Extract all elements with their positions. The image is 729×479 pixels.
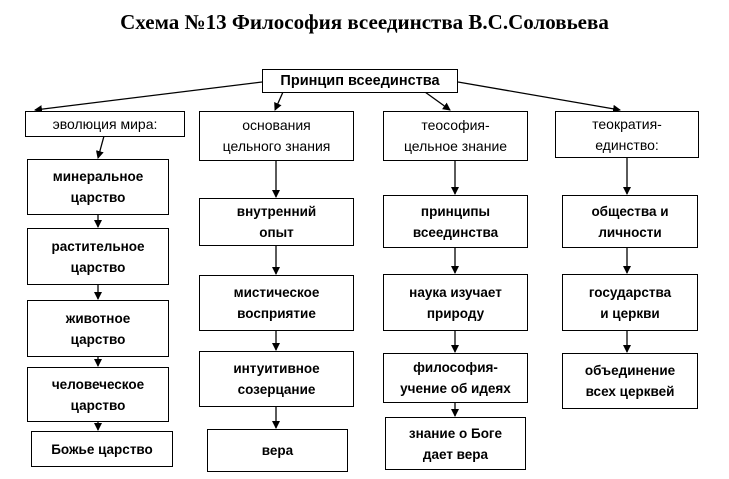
node-animal: животное царство bbox=[27, 300, 169, 357]
node-plant: растительное царство bbox=[27, 228, 169, 285]
node-inner-experience: внутренний опыт bbox=[199, 198, 354, 246]
arrow-root-to-foundations bbox=[274, 91, 284, 111]
arrow-root-to-evolution bbox=[34, 81, 263, 114]
header-foundations: основания цельного знания bbox=[199, 111, 354, 161]
root-node: Принцип всеединства bbox=[262, 69, 458, 93]
node-faith: вера bbox=[207, 429, 348, 472]
arrow-root-to-theocracy bbox=[457, 81, 621, 113]
node-divine: Божье царство bbox=[31, 431, 173, 467]
node-human: человеческое царство bbox=[27, 367, 169, 422]
node-state-church: государства и церкви bbox=[562, 274, 698, 331]
header-evolution: эволюция мира: bbox=[25, 111, 185, 137]
header-theosophy: теософия- цельное знание bbox=[383, 111, 528, 161]
diagram-title: Схема №13 Философия всеединства В.С.Соло… bbox=[120, 10, 609, 34]
node-unification: объединение всех церквей bbox=[562, 353, 698, 409]
header-theocracy: теократия- единство: bbox=[555, 111, 699, 158]
node-philosophy: философия- учение об идеях bbox=[383, 353, 528, 403]
node-society: общества и личности bbox=[562, 195, 698, 248]
node-intuitive-contemplation: интуитивное созерцание bbox=[199, 351, 354, 407]
node-mystic-perception: мистическое восприятие bbox=[199, 275, 354, 331]
arrow-root-to-theosophy bbox=[424, 91, 451, 111]
node-principles: принципы всеединства bbox=[383, 195, 528, 248]
node-mineral: минеральное царство bbox=[27, 159, 169, 215]
node-knowledge-of-god: знание о Боге дает вера bbox=[385, 417, 526, 470]
node-science: наука изучает природу bbox=[383, 274, 528, 331]
